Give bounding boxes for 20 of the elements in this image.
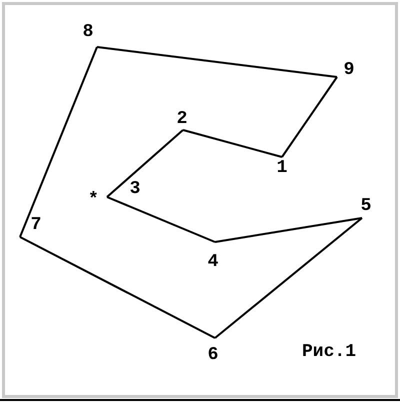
vertex-number: 6 xyxy=(207,345,219,365)
start-mark: * xyxy=(88,190,99,210)
vertex-number: 9 xyxy=(343,60,355,80)
vertex-number: 4 xyxy=(207,252,219,272)
polygon-side xyxy=(106,196,216,243)
vertex-number: 7 xyxy=(30,215,42,235)
figure-caption: Рис.1 xyxy=(302,342,356,362)
polygon-side xyxy=(20,236,216,339)
polygon-side xyxy=(19,46,98,238)
polygon-side xyxy=(214,217,363,339)
polygon-side xyxy=(281,76,338,158)
vertex-number: 3 xyxy=(129,179,141,199)
polygon-side xyxy=(214,217,362,243)
polygon-side xyxy=(96,46,338,78)
polygon-side xyxy=(106,129,184,198)
vertex-number: 5 xyxy=(360,196,372,216)
vertex-number: 8 xyxy=(82,22,94,42)
polygon-side xyxy=(182,129,282,158)
vertex-number: 2 xyxy=(176,109,188,129)
vertex-number: 1 xyxy=(276,158,288,178)
